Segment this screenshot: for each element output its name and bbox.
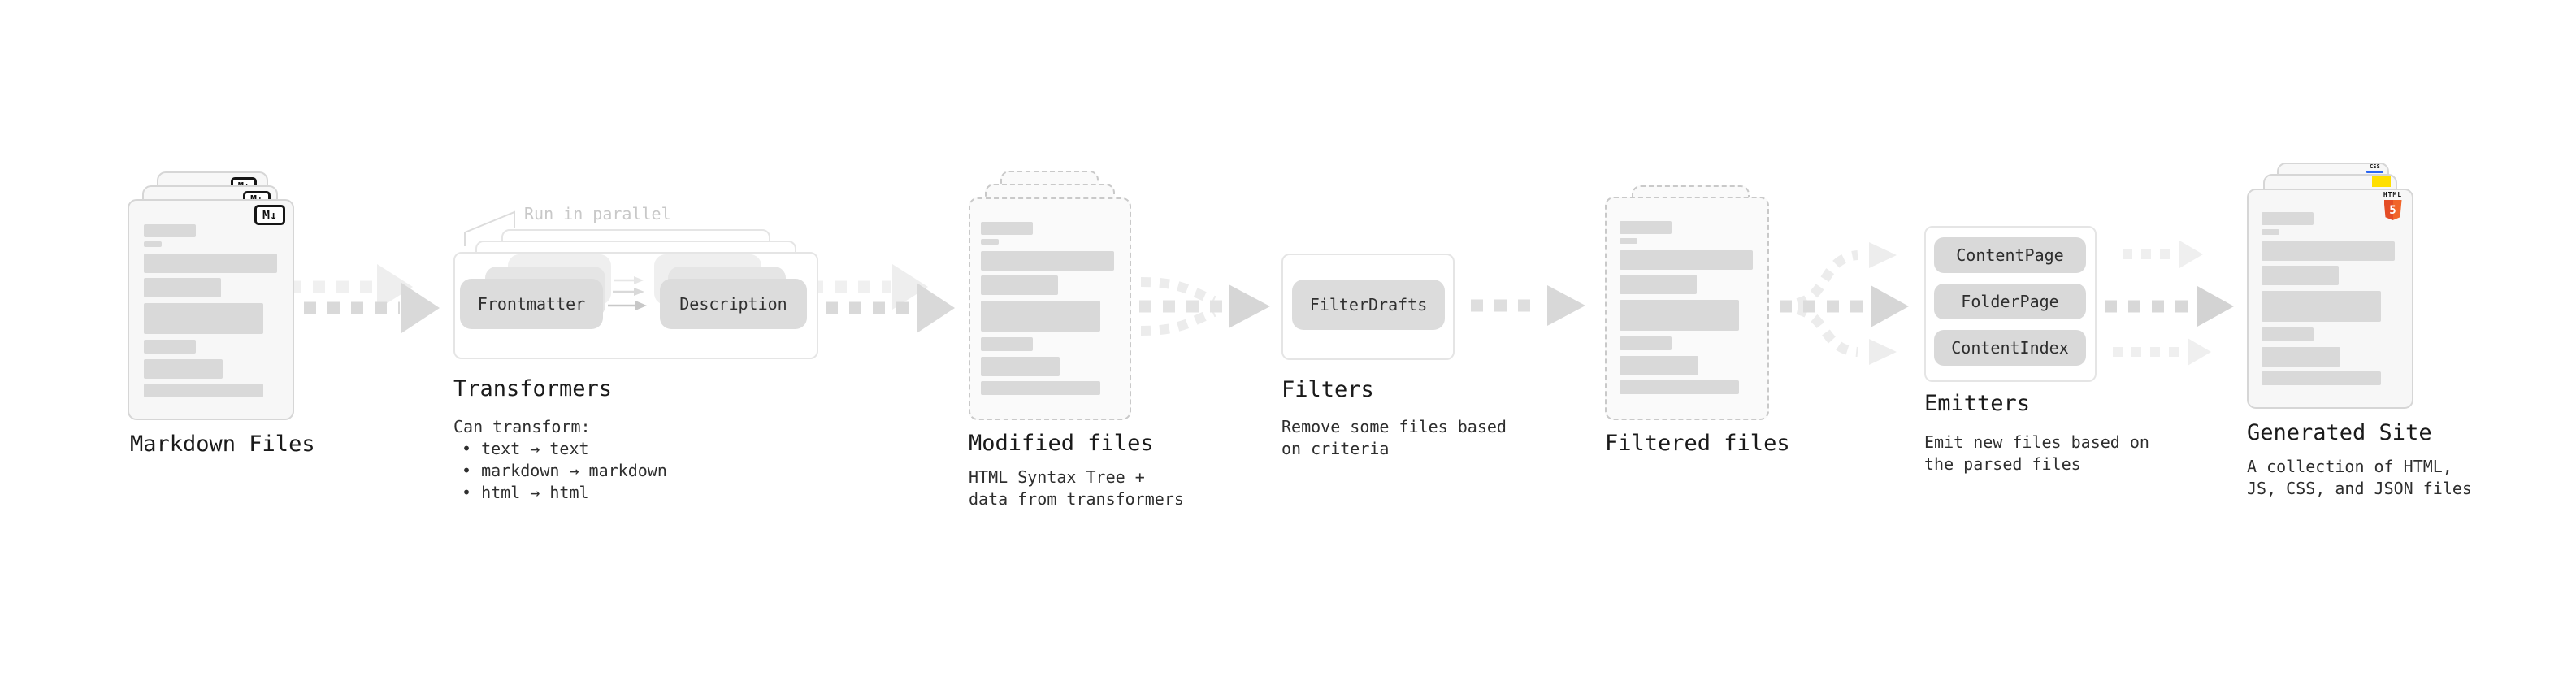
- placeholder-text-bar: [2262, 266, 2339, 285]
- arrow-emitters-to-site-top: [2123, 241, 2203, 268]
- arrow-emitters-to-site-bottom: [2113, 338, 2211, 366]
- placeholder-text-bar: [144, 303, 263, 334]
- filters-subtitle-1: Remove some files based: [1281, 417, 1507, 436]
- placeholder-text-bar: [2262, 291, 2381, 322]
- transformer-description-box: Description: [660, 279, 807, 329]
- arrow-transformers-to-modified-ghost: [811, 264, 928, 310]
- emitter-folderpage-box: FolderPage: [1934, 284, 2086, 319]
- markdown-badge-text: M↓: [262, 207, 278, 223]
- transformers-bullet-3: • html → html: [462, 482, 589, 504]
- placeholder-text-bar: [981, 357, 1060, 376]
- placeholder-text-bar: [144, 254, 277, 273]
- contentindex-label: ContentIndex: [1951, 338, 2069, 358]
- placeholder-text-bar: [1620, 275, 1697, 294]
- placeholder-text-bar: [1620, 300, 1739, 331]
- placeholder-text-bar: [2262, 371, 2381, 385]
- placeholder-text-bar: [1620, 238, 1637, 244]
- folderpage-label: FolderPage: [1961, 292, 2059, 311]
- filtered-files-title: Filtered files: [1605, 431, 1790, 456]
- arrow-modified-to-filters: [1139, 277, 1270, 336]
- html5-icon-word: HTML: [2383, 191, 2403, 198]
- placeholder-text-bar: [2262, 241, 2395, 261]
- placeholder-text-bar: [981, 381, 1100, 395]
- placeholder-text-bar: [981, 275, 1058, 295]
- html5-icon: HTML 5: [2382, 192, 2404, 220]
- frontmatter-label: Frontmatter: [477, 294, 586, 314]
- bullet-3-text: html → html: [481, 483, 589, 502]
- arrow-markdown-to-transformers-ghost: [289, 264, 413, 310]
- placeholder-text-bar: [2262, 327, 2314, 341]
- css-icon-bar: [2366, 171, 2383, 173]
- modified-files-subtitle-2: data from transformers: [969, 489, 1184, 509]
- generated-site-subtitle-2: JS, CSS, and JSON files: [2247, 479, 2472, 498]
- transformer-frontmatter-box: Frontmatter: [460, 279, 603, 329]
- placeholder-text-bar: [1620, 356, 1698, 375]
- emitters-subtitle-2: the parsed files: [1924, 454, 2081, 474]
- run-in-parallel-label: Run in parallel: [524, 204, 671, 223]
- arrow-filters-to-filtered: [1471, 285, 1585, 326]
- generated-site-title: Generated Site: [2247, 420, 2432, 445]
- placeholder-text-bar: [144, 278, 221, 297]
- placeholder-text-bar: [1620, 221, 1672, 234]
- placeholder-text-bar: [2262, 347, 2340, 367]
- placeholder-text-bar: [144, 224, 196, 237]
- emitter-contentpage-box: ContentPage: [1934, 237, 2086, 273]
- bullet-icon: •: [462, 483, 472, 502]
- placeholder-text-bar: [1620, 250, 1753, 270]
- placeholder-text-bar: [2262, 229, 2279, 235]
- transformers-title: Transformers: [453, 376, 613, 401]
- js-icon: [2372, 176, 2391, 187]
- filters-subtitle-2: on criteria: [1281, 439, 1390, 458]
- placeholder-text-bar: [981, 239, 999, 245]
- filter-drafts-box: FilterDrafts: [1292, 280, 1445, 330]
- modified-files-title: Modified files: [969, 431, 1154, 456]
- bullet-icon: •: [462, 439, 472, 458]
- contentpage-label: ContentPage: [1956, 245, 2064, 265]
- placeholder-text-bar: [981, 301, 1100, 332]
- transformers-bullet-1: • text → text: [462, 438, 589, 460]
- placeholder-text-bar: [144, 241, 162, 247]
- bullet-icon: •: [462, 461, 472, 480]
- arrow-markdown-to-transformers: [304, 283, 440, 333]
- markdown-icon: M↓: [254, 205, 285, 225]
- arrow-transformers-to-modified: [826, 283, 955, 333]
- placeholder-text-bar: [2262, 212, 2314, 225]
- placeholder-text-bar: [144, 384, 263, 397]
- emitters-title: Emitters: [1924, 391, 2031, 416]
- filters-title: Filters: [1281, 377, 1374, 402]
- description-label: Description: [679, 294, 787, 314]
- css-icon-text: CSS: [2370, 163, 2380, 170]
- arrow-emitters-to-site-mid: [2105, 286, 2234, 327]
- placeholder-text-bar: [144, 359, 223, 379]
- markdown-files-title: Markdown Files: [130, 432, 315, 457]
- placeholder-text-bar: [981, 337, 1033, 351]
- placeholder-text-bar: [1620, 336, 1672, 350]
- transformers-description-heading: Can transform:: [453, 417, 591, 436]
- placeholder-text-bar: [981, 251, 1114, 271]
- emitters-subtitle-1: Emit new files based on: [1924, 432, 2149, 452]
- arrow-filtered-to-emitters: [1780, 242, 1909, 365]
- filterdrafts-label: FilterDrafts: [1309, 295, 1428, 314]
- bullet-2-text: markdown → markdown: [481, 461, 667, 480]
- html5-icon-shield: 5: [2383, 200, 2402, 220]
- transformers-bullet-2: • markdown → markdown: [462, 460, 667, 482]
- emitter-contentindex-box: ContentIndex: [1934, 330, 2086, 366]
- bullet-1-text: text → text: [481, 439, 589, 458]
- html5-icon-number: 5: [2389, 203, 2396, 217]
- placeholder-text-bar: [981, 222, 1033, 235]
- placeholder-text-bar: [1620, 380, 1739, 394]
- modified-files-subtitle-1: HTML Syntax Tree +: [969, 467, 1145, 487]
- placeholder-text-bar: [144, 340, 196, 354]
- css-icon: CSS: [2366, 164, 2383, 173]
- generated-site-subtitle-1: A collection of HTML,: [2247, 457, 2452, 476]
